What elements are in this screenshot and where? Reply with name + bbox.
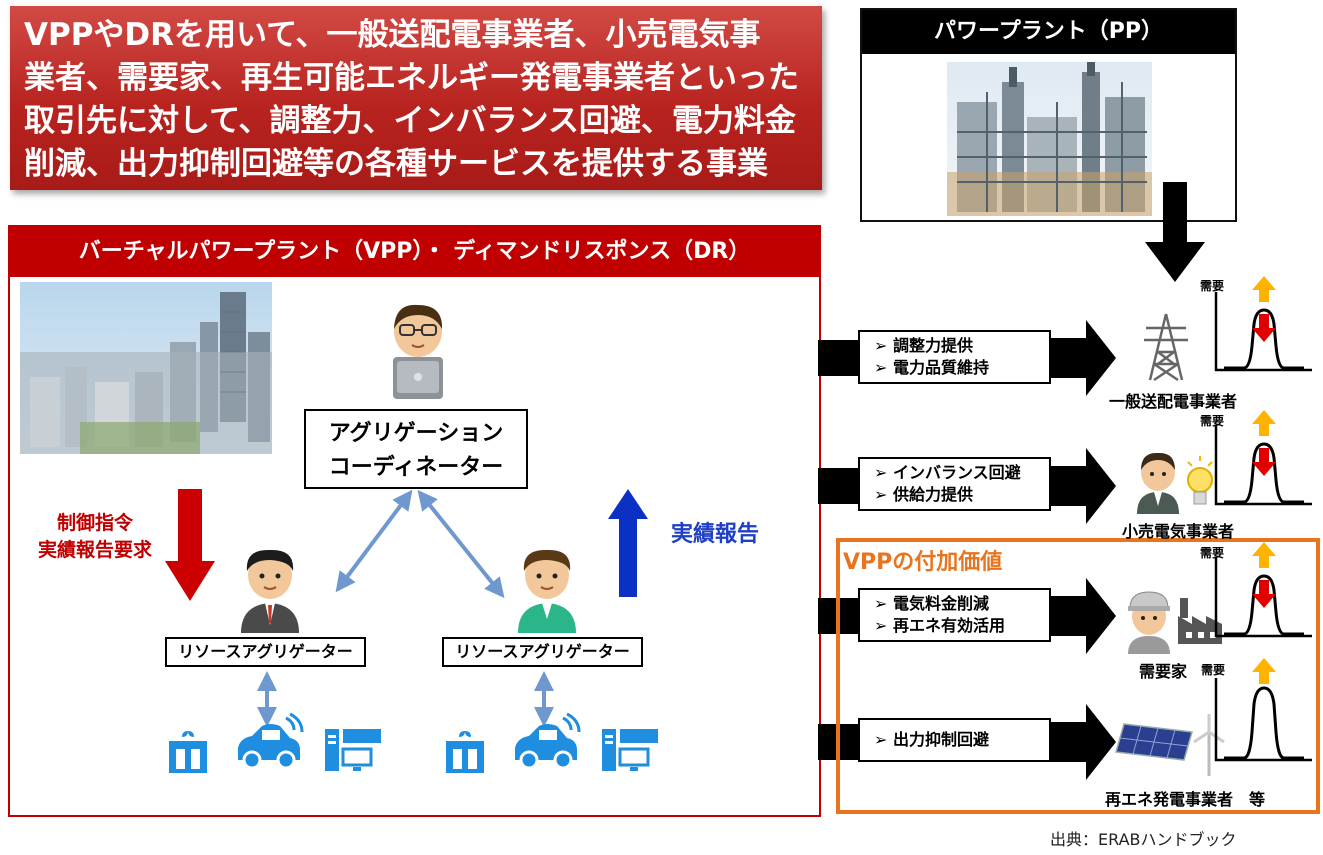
service-item: ➢ 電力品質維持 xyxy=(874,358,989,377)
service-arrows xyxy=(818,320,1116,780)
demand-axis-label: 需要 xyxy=(1200,279,1225,293)
headline-line: 取引先に対して、調整力、インバランス回避、電力料金 xyxy=(24,103,796,139)
service-item: ➢ 調整力提供 xyxy=(874,336,973,355)
value-add-frame xyxy=(836,538,1320,814)
value-add-title: VPPの付加価値 xyxy=(843,550,1003,575)
vpp-panel-title: バーチャルパワープラント（VPP）・ ディマンドリスポンス（DR） xyxy=(10,227,819,277)
source-note: 出典：ERABハンドブック xyxy=(1050,830,1237,849)
pp-down-arrow xyxy=(1145,182,1205,282)
party-label-tso: 一般送配電事業者 xyxy=(1108,392,1237,411)
factory-worker-icon xyxy=(1128,591,1170,654)
city-photo xyxy=(20,282,272,454)
vpp-dr-panel: バーチャルパワープラント（VPP）・ ディマンドリスポンス（DR） xyxy=(8,225,821,817)
report-arrow xyxy=(608,489,648,597)
demand-curve-icon xyxy=(1214,276,1312,372)
service-item: ➢ 供給力提供 xyxy=(874,485,973,504)
service-box-consumer: ➢ 電気料金削減 ➢ 再エネ有効活用 xyxy=(858,588,1051,642)
service-item: ➢ 再エネ有効活用 xyxy=(874,616,1005,635)
demand-curve-icon xyxy=(1214,658,1312,762)
electric-car-icon xyxy=(238,712,304,770)
person-suit-icon xyxy=(241,549,299,633)
service-item: ➢ 出力抑制回避 xyxy=(874,730,989,749)
control-label-line2: 実績報告要求 xyxy=(37,539,152,561)
party-label-consumer: 需要家 xyxy=(1138,662,1187,681)
service-box-tso: ➢ 調整力提供 ➢ 電力品質維持 xyxy=(858,330,1051,384)
headline-line: VPPやDRを用いて、一般送配電事業者、小売電気事 xyxy=(24,17,761,53)
coordinator-label-line1: アグリゲーション xyxy=(328,421,504,446)
factory-photo xyxy=(947,62,1152,216)
headline-line: 業者、需要家、再生可能エネルギー発電事業者といった xyxy=(24,60,799,96)
demand-curve-icon xyxy=(1214,410,1312,506)
control-label-line1: 制御指令 xyxy=(56,512,133,534)
person-green-icon xyxy=(518,549,576,633)
demand-axis-label: 需要 xyxy=(1201,663,1226,677)
report-label-text: 実績報告 xyxy=(670,522,759,547)
storage-battery-icon xyxy=(446,731,484,773)
air-conditioner-icon xyxy=(325,729,381,771)
control-command-arrow xyxy=(165,489,215,601)
power-pylon-icon xyxy=(1144,313,1188,382)
solar-panel-icon xyxy=(1115,723,1193,761)
demand-axis-label: 需要 xyxy=(1200,546,1225,560)
party-label-renewable: 再エネ発電事業者 等 xyxy=(1104,790,1265,809)
service-box-renewable: ➢ 出力抑制回避 xyxy=(858,718,1051,762)
service-box-retail: ➢ インバランス回避 ➢ 供給力提供 xyxy=(858,457,1051,511)
air-conditioner-icon xyxy=(602,729,658,771)
service-item: ➢ インバランス回避 xyxy=(874,463,1021,482)
coordinator-label-line2: コーディネーター xyxy=(328,455,504,480)
coordinator-link-arrows xyxy=(257,489,554,727)
demand-curve-icon xyxy=(1214,542,1312,638)
headline-banner: VPPやDRを用いて、一般送配電事業者、小売電気事 業者、需要家、再生可能エネル… xyxy=(10,6,822,190)
resource-aggregator-box-right: リソースアグリゲーター xyxy=(442,637,643,667)
control-command-label: 制御指令 実績報告要求 xyxy=(10,510,180,564)
power-plant-title: パワープラント（PP） xyxy=(862,10,1235,54)
storage-battery-icon xyxy=(169,731,207,773)
service-item: ➢ 電気料金削減 xyxy=(874,594,989,613)
factory-icon xyxy=(1178,598,1222,644)
demand-axis-label: 需要 xyxy=(1200,414,1225,428)
power-plant-box: パワープラント（PP） xyxy=(860,8,1237,222)
resource-aggregator-box-left: リソースアグリゲーター xyxy=(165,637,366,667)
party-label-retail: 小売電気事業者 xyxy=(1121,522,1234,541)
aggregation-coordinator-box: アグリゲーション コーディネーター xyxy=(304,409,528,489)
report-label: 実績報告 xyxy=(650,521,780,549)
shop-worker-icon xyxy=(1137,452,1179,514)
electric-car-icon xyxy=(515,712,581,770)
person-laptop-icon xyxy=(393,304,443,399)
headline-line: 削減、出力抑制回避等の各種サービスを提供する事業 xyxy=(24,146,768,182)
light-bulb-icon xyxy=(1187,456,1213,505)
